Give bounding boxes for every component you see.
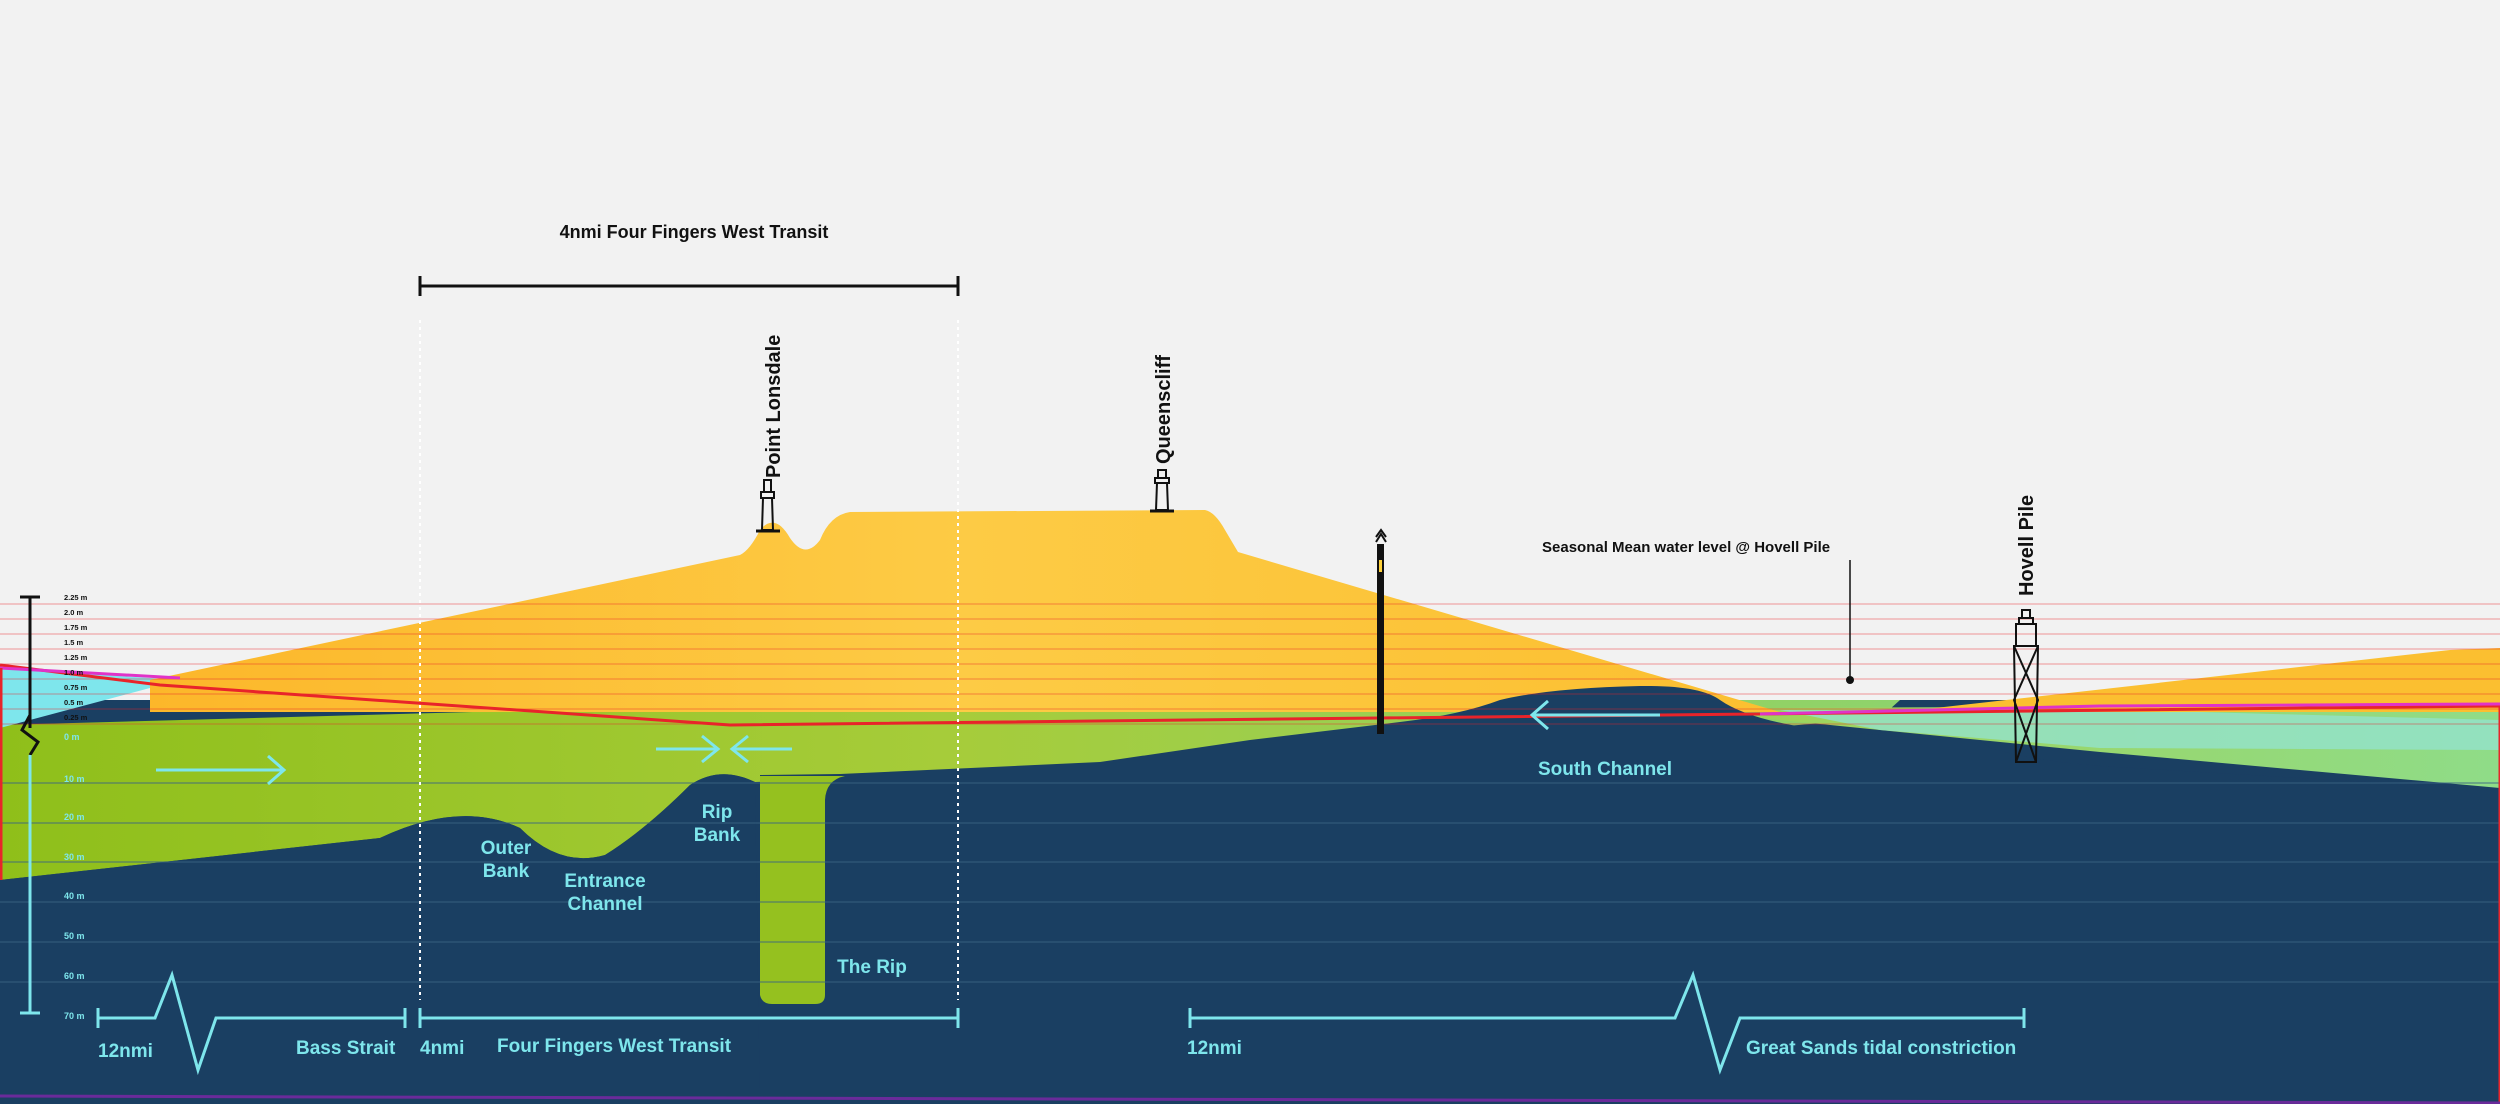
bass-strait-label: Bass Strait [296,1038,396,1059]
depth-grid [0,782,2500,983]
entrance-channel-label: Entrance [564,871,645,892]
cyan-water-right [1780,710,2500,750]
hovell-pile-label: Hovell Pile [2016,495,2038,596]
the-rip-trench [760,776,845,1004]
queenscliff-label: Queenscliff [1153,355,1175,464]
left-distance-label: 12nmi [98,1041,153,1062]
flow-arrow-right-icon [156,754,287,786]
flow-arrow-left-icon [1529,699,1660,731]
tide-label: 1.75 m [64,623,88,632]
depth-label: 60 m [64,971,85,981]
land-right [1900,648,2500,712]
the-rip-label: The Rip [837,957,907,978]
tide-label: 1.25 m [64,653,88,662]
depth-label: 0 m [64,732,80,742]
tide-label: 0.5 m [64,698,84,707]
converging-arrows-icon [656,734,792,764]
depth-label: 50 m [64,931,85,941]
rip-bank-label: Rip [702,802,733,823]
bottom-edge-line [0,1094,2500,1104]
water-level-red-line [0,663,2500,1104]
channel-bed [760,685,2500,1104]
transit-bracket-top [418,276,960,296]
great-sands-label: Great Sands tidal constriction [1746,1038,2016,1059]
transit-name-label: Four Fingers West Transit [497,1036,732,1057]
entrance-channel-label: Channel [568,894,643,915]
lighthouse-icon [1150,469,1174,513]
land-mass [150,510,1780,712]
scale-bar-left [20,595,40,1015]
hovell-pile-icon [2012,609,2040,763]
distance-scale-right [1188,970,2026,1075]
tide-label: 1.0 m [64,668,84,677]
beacon-pole-icon [1375,528,1387,734]
depth-label: 10 m [64,774,85,784]
tide-label: 2.0 m [64,608,84,617]
depth-label: 70 m [64,1011,85,1021]
tide-label: 0.75 m [64,683,88,692]
right-distance-label: 12nmi [1187,1038,1242,1059]
outer-bank-label: Bank [483,861,530,882]
rip-bank-label: Bank [694,825,741,846]
south-channel-label: South Channel [1538,759,1672,780]
distance-scale-left [96,970,407,1076]
annotation-marker [1846,676,1854,684]
depth-label: 40 m [64,891,85,901]
lighthouse-icon [756,479,780,533]
seasonal-mean-annotation: Seasonal Mean water level @ Hovell Pile [1542,539,1830,556]
deep-basin [0,774,760,1104]
depth-label: 20 m [64,812,85,822]
tide-label: 0.25 m [64,713,88,722]
tide-label: 1.5 m [64,638,84,647]
tide-label: 2.25 m [64,593,88,602]
diagram-title: 4nmi Four Fingers West Transit [560,222,829,242]
point-lonsdale-label: Point Lonsdale [763,335,785,478]
distance-scale-transit [418,1008,960,1028]
outer-bank-label: Outer [481,838,532,859]
depth-label: 30 m [64,852,85,862]
transit-distance-label: 4nmi [420,1038,464,1059]
tide-grid [0,603,2500,725]
